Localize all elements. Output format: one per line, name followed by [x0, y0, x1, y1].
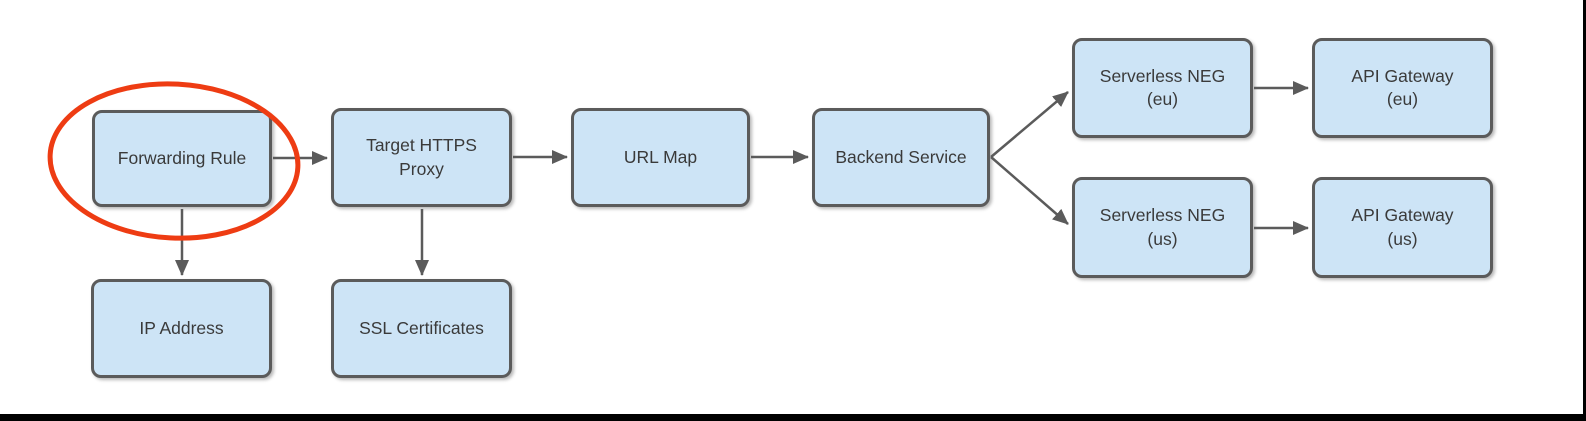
node-backend-service: Backend Service: [812, 108, 990, 207]
node-label: Serverless NEG (us): [1099, 205, 1226, 249]
node-ssl-certificates: SSL Certificates: [331, 279, 512, 378]
node-label: Forwarding Rule: [117, 147, 247, 168]
node-url-map: URL Map: [571, 108, 750, 207]
arrow-backend-service-to-serverless-neg-eu: [990, 91, 1069, 158]
node-api-gateway-us: API Gateway (us): [1312, 177, 1493, 278]
node-label: Target HTTPS Proxy: [366, 135, 477, 179]
arrow-backend-service-to-serverless-neg-us: [990, 156, 1069, 225]
node-target-https-proxy: Target HTTPS Proxy: [331, 108, 512, 207]
window-border-right: [1583, 0, 1586, 421]
node-label: URL Map: [623, 146, 698, 167]
node-serverless-neg-us: Serverless NEG (us): [1072, 177, 1253, 278]
node-label: API Gateway (eu): [1351, 65, 1454, 109]
node-serverless-neg-eu: Serverless NEG (eu): [1072, 38, 1253, 138]
node-label: Backend Service: [835, 146, 967, 167]
node-label: SSL Certificates: [359, 317, 484, 338]
node-label: Serverless NEG (eu): [1099, 65, 1226, 109]
node-forwarding-rule: Forwarding Rule: [92, 110, 272, 207]
node-label: API Gateway (us): [1351, 205, 1454, 249]
window-border-bottom: [0, 414, 1586, 421]
node-api-gateway-eu: API Gateway (eu): [1312, 38, 1493, 138]
node-ip-address: IP Address: [91, 279, 272, 378]
node-label: IP Address: [139, 317, 224, 338]
